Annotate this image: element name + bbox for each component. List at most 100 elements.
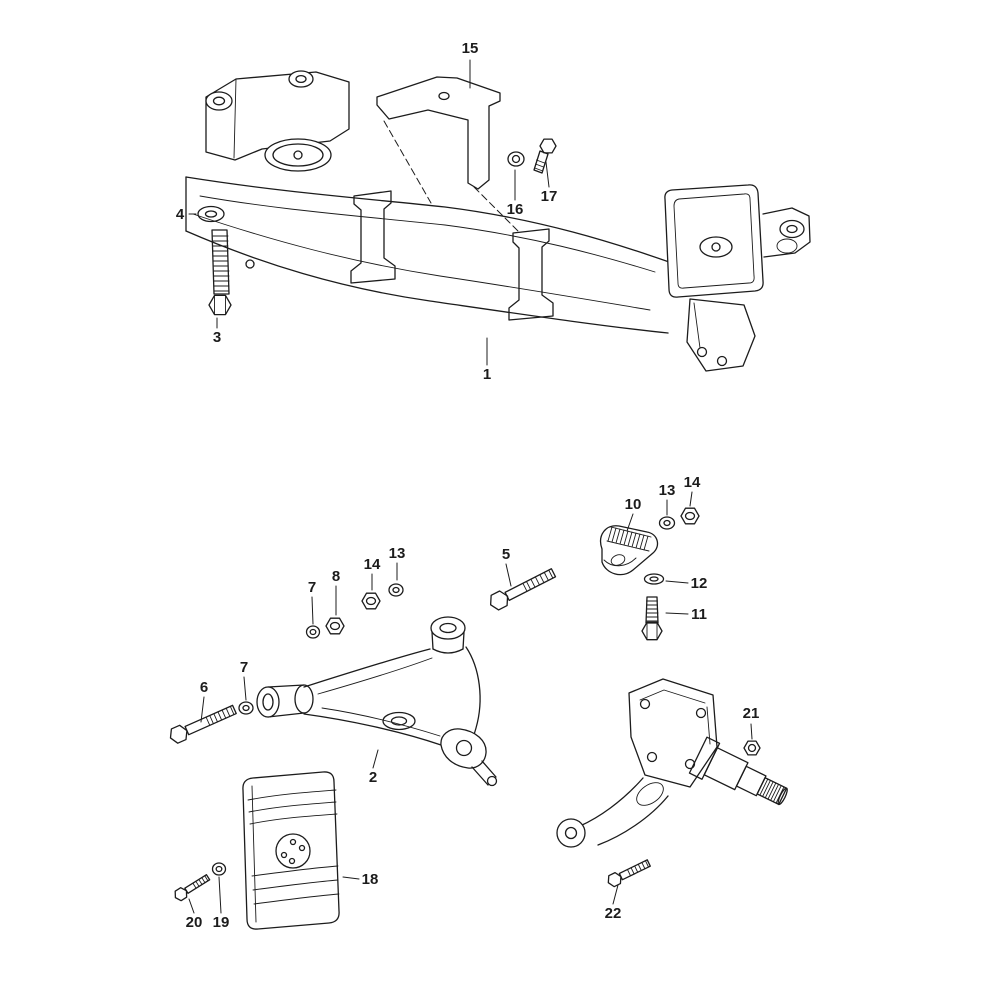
callout-label: 7 — [308, 579, 316, 596]
stone-guard-boss — [275, 833, 311, 869]
callout-label: 12 — [691, 575, 708, 592]
washer-part-4 — [197, 205, 225, 223]
callout-8: 8 — [332, 568, 340, 616]
callout-14-left: 14 — [364, 556, 381, 591]
callout-label: 8 — [332, 568, 340, 585]
clamp-part-10 — [600, 525, 659, 576]
washer-part-16 — [507, 151, 525, 167]
right-bracket-boss — [699, 236, 733, 258]
bolt-part-5 — [489, 568, 557, 611]
nut-part-8 — [325, 617, 345, 635]
spindle — [688, 736, 788, 806]
bracket-part-15 — [376, 76, 501, 190]
washer-part-7-lower — [238, 701, 254, 715]
callout-1: 1 — [483, 337, 491, 383]
bolt-head — [489, 590, 509, 611]
nut-part-14-right — [680, 507, 700, 525]
callout-17: 17 — [541, 161, 558, 205]
callout-22: 22 — [605, 884, 622, 922]
bolt-part-22 — [607, 859, 651, 888]
callout-label: 13 — [389, 545, 406, 562]
diagram-root: 15 4 3 16 17 1 10 13 — [169, 40, 811, 931]
callout-label: 22 — [605, 905, 622, 922]
callout-6: 6 — [200, 679, 208, 723]
bolt-part-6 — [169, 704, 237, 744]
steering-knuckle — [556, 678, 788, 848]
callout-3: 3 — [213, 317, 221, 346]
callout-label: 20 — [186, 914, 203, 931]
callout-2: 2 — [369, 749, 379, 786]
callout-label: 10 — [625, 496, 642, 513]
control-arm-part-2 — [256, 616, 498, 787]
callout-label: 18 — [362, 871, 379, 888]
bolt-head — [641, 621, 663, 641]
callout-21: 21 — [743, 705, 760, 740]
callout-label: 11 — [691, 606, 707, 623]
beam-hole — [245, 259, 255, 269]
callout-10: 10 — [625, 496, 642, 532]
support-stand — [508, 228, 554, 321]
callout-4: 4 — [176, 206, 197, 223]
arm-front-bushing — [256, 684, 314, 718]
crossmember-right-bracket — [664, 184, 811, 298]
crossmember-part-1 — [185, 70, 811, 372]
bolt-part-3 — [208, 229, 232, 316]
bolt-head — [169, 724, 188, 744]
callout-20: 20 — [186, 898, 203, 931]
alignment-dash-line — [473, 186, 520, 233]
callout-label: 3 — [213, 329, 221, 346]
bolt-part-20 — [174, 874, 211, 902]
callout-label: 15 — [462, 40, 479, 57]
callout-label: 16 — [507, 201, 524, 218]
callout-label: 4 — [176, 206, 185, 223]
bolt-head — [174, 887, 188, 902]
callout-label: 13 — [659, 482, 676, 499]
alignment-dash-line — [383, 120, 432, 204]
washer-part-12 — [643, 573, 665, 585]
washer-part-13-left — [388, 583, 404, 597]
callout-label: 19 — [213, 914, 230, 931]
nut-part-21 — [743, 740, 761, 756]
washer-part-19 — [211, 862, 227, 876]
callout-label: 1 — [483, 366, 491, 383]
callout-label: 17 — [541, 188, 558, 205]
callout-15: 15 — [462, 40, 479, 89]
arm-oval-hole — [382, 711, 416, 731]
callout-13-left: 13 — [389, 545, 406, 581]
left-bracket-ear — [288, 70, 314, 88]
callout-14-right: 14 — [684, 474, 701, 507]
callout-label: 7 — [240, 659, 248, 676]
bolt-head — [607, 871, 622, 888]
callout-7-lower: 7 — [240, 659, 248, 701]
bolt-head — [539, 138, 557, 154]
callout-label: 6 — [200, 679, 208, 696]
bolt-part-17 — [533, 138, 557, 174]
crossmember-left-bracket — [205, 70, 350, 172]
callout-16: 16 — [507, 169, 524, 218]
right-bracket-ear — [779, 219, 805, 239]
crossmember-lower-tab — [686, 298, 756, 372]
callout-19: 19 — [213, 876, 230, 931]
arm-upper-bushing-eye — [430, 616, 466, 654]
bolt-head — [208, 294, 232, 316]
callout-label: 2 — [369, 769, 377, 786]
washer-part-13-right — [658, 516, 676, 530]
washer-part-7-upper — [305, 625, 321, 639]
callout-label: 5 — [502, 546, 510, 563]
nut-part-14-left — [361, 592, 381, 610]
bolt-part-11 — [641, 596, 663, 641]
callout-11: 11 — [665, 606, 707, 623]
stone-guard-part-18 — [242, 771, 340, 930]
callout-18: 18 — [342, 871, 379, 888]
callout-label: 21 — [743, 705, 760, 722]
callout-label: 14 — [364, 556, 381, 573]
knuckle-eye — [556, 818, 586, 848]
support-stand — [350, 190, 396, 284]
callout-13-right: 13 — [659, 482, 676, 516]
ball-joint — [440, 728, 498, 787]
callout-7-upper: 7 — [308, 579, 316, 625]
left-bracket-ear — [205, 91, 233, 111]
callout-label: 14 — [684, 474, 701, 491]
